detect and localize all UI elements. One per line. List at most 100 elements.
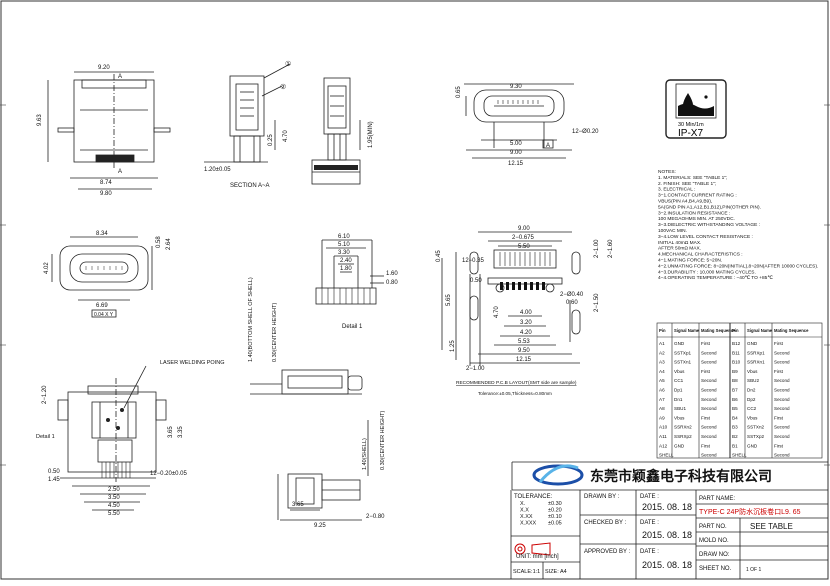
pcb-pads: [500, 282, 545, 290]
note-line: 1. MATERIALS: SEE "TABLE 1";: [658, 175, 727, 181]
pin-table-cell: GND: [674, 341, 685, 346]
pin-table-cell: First: [701, 415, 711, 420]
pin-table-cell: B7: [732, 388, 738, 393]
dim-text: 1.80: [340, 266, 352, 272]
pin-table-cell: SBU1: [674, 406, 686, 411]
pin-table-cell: First: [701, 341, 711, 346]
pin-table-cell: A9: [659, 415, 665, 420]
pin-table-cell: A6: [659, 388, 665, 393]
note-line: 4−1.MATING FORCE: 5~20N.: [658, 258, 722, 264]
dim-text: 12−0.35: [462, 258, 485, 264]
pin-table-cell: B5: [732, 406, 738, 411]
note-line: INITIAL 40mΩ MAX.: [658, 240, 701, 246]
note-line: 3. ELECTRICAL :: [658, 187, 695, 193]
pin-table-cell: Second: [774, 453, 790, 458]
dim-text: 5.50: [108, 511, 120, 517]
pin-table-cell: SSTXp2: [747, 434, 765, 439]
dim-text: 9.20: [98, 65, 110, 71]
dim-text: 4.20: [520, 330, 532, 336]
pin-table-cell: Second: [701, 434, 717, 439]
ip-badge: [665, 79, 727, 139]
title-block-text: TOLERANCE: X.±0.30X.X±0.20X.XX±0.10X.XXX…: [513, 494, 801, 575]
pin-table-cell: B6: [732, 397, 738, 402]
vert-label: 1.40(SHELL): [362, 438, 368, 470]
dim-text: 12−0.20±0.05: [150, 471, 187, 477]
dim-text: 2−Ø0.40: [560, 292, 584, 298]
sheet-no: 1 OF 1: [746, 567, 762, 573]
pin-table-cell: SSRXp2: [674, 434, 692, 439]
pin-table-cell: GND: [747, 341, 758, 346]
balloon: ①: [285, 60, 291, 68]
pin-table-cell: Dp1: [674, 388, 683, 393]
pin-table-header: Pin: [732, 328, 739, 333]
title-block: [510, 461, 828, 579]
draw-no-label: DRAW NO:: [699, 552, 730, 558]
pin-table-cell: A2: [659, 350, 665, 355]
pin-table-cell: B2: [732, 434, 738, 439]
note-line: 4.MECHANICAL CHARACTERISTICS :: [658, 252, 743, 258]
note-line: 4−2.UNMATING FORCE: 8~20N(INITIAL),8~20N…: [658, 263, 818, 269]
pin-table-cell: B12: [732, 341, 741, 346]
pin-table-cell: Vbus: [747, 415, 758, 420]
pin-table-cell: GND: [674, 443, 685, 448]
pin-table-cell: SSRXn1: [747, 360, 765, 365]
detail-label: Detail 1: [36, 434, 55, 440]
tolerance-key: X.XXX: [520, 521, 537, 527]
pin-table-cell: A11: [659, 434, 667, 439]
callout-label: LASER WELDING POING: [160, 360, 225, 366]
date-label: DATE :: [640, 494, 659, 500]
pcb-layout-view: [441, 231, 581, 366]
tolerance-label: TOLERANCE:: [514, 494, 553, 500]
dim-text: 3.35: [178, 426, 184, 438]
pin-table-cell: Second: [701, 350, 717, 355]
note-line: 3−1.CONTACT CURRENT RATING :: [658, 193, 737, 199]
pin-table-cell: Second: [774, 397, 790, 402]
pin-table-cell: Second: [701, 406, 717, 411]
dim-text: 1.60: [386, 271, 398, 277]
company-logo-icon: [532, 464, 584, 486]
pin-table-cell: Second: [774, 406, 790, 411]
pin-table-cell: Second: [701, 388, 717, 393]
dim-text: 0.25: [268, 134, 274, 146]
dim-text: 5.65: [446, 294, 452, 306]
balloon: ②: [280, 83, 286, 91]
pin-table-cell: B4: [732, 415, 738, 420]
note-line: AFTER 50mΩ MAX.: [658, 246, 701, 252]
size-label: SIZE: A4: [545, 569, 567, 575]
water-drop-icon: [678, 93, 714, 116]
pin-table-cell: CC2: [747, 406, 757, 411]
checked-by-label: CHECKED BY :: [584, 520, 627, 526]
pin-table-cell: SSRXp1: [747, 350, 765, 355]
pin-table-cell: SSRXn2: [674, 425, 692, 430]
dim-text: 6.69: [96, 303, 108, 309]
date-label: DATE :: [640, 549, 659, 555]
section-label: A: [118, 74, 122, 80]
vert-label: 0.30(CENTER HEIGHT): [272, 303, 278, 362]
drawn-by-label: DRAWN BY :: [584, 494, 620, 500]
pin-table-cell: B3: [732, 425, 738, 430]
tolerance-value: ±0.30: [548, 501, 562, 507]
mid-view: [51, 236, 153, 318]
pin-table-cell: SBU2: [747, 378, 759, 383]
dim-text: 4.70: [494, 306, 500, 318]
scale-label: SCALE:1:1: [513, 569, 540, 575]
vert-label: 1.40(BOTTOM SHELL OF SHELL): [248, 277, 254, 362]
dim-text: 0.50: [470, 278, 482, 284]
pin-table-cell: Vbus: [747, 369, 758, 374]
dim-text: 4.70: [283, 130, 289, 142]
part-no-label: PART NO.: [699, 524, 727, 530]
dim-text: 2.40: [340, 258, 352, 264]
unit-label: UNIT: mm [inch]: [516, 554, 559, 560]
side2-view: [277, 420, 369, 521]
part-no: SEE TABLE: [750, 522, 793, 531]
bottom-view-weld-points: [106, 408, 124, 430]
dim-text: 9.30: [510, 84, 522, 90]
dim-text: 4.02: [44, 262, 50, 274]
dim-text: 0.58: [156, 236, 162, 248]
pin-table-cell: Second: [774, 434, 790, 439]
pin-table-cell: First: [774, 415, 784, 420]
pin-table-header: Mating Sequence: [701, 328, 736, 333]
dim-text: 2−0.675: [512, 235, 535, 241]
pin-table-cell: A7: [659, 397, 665, 402]
dim-text: 9.50: [518, 348, 530, 354]
